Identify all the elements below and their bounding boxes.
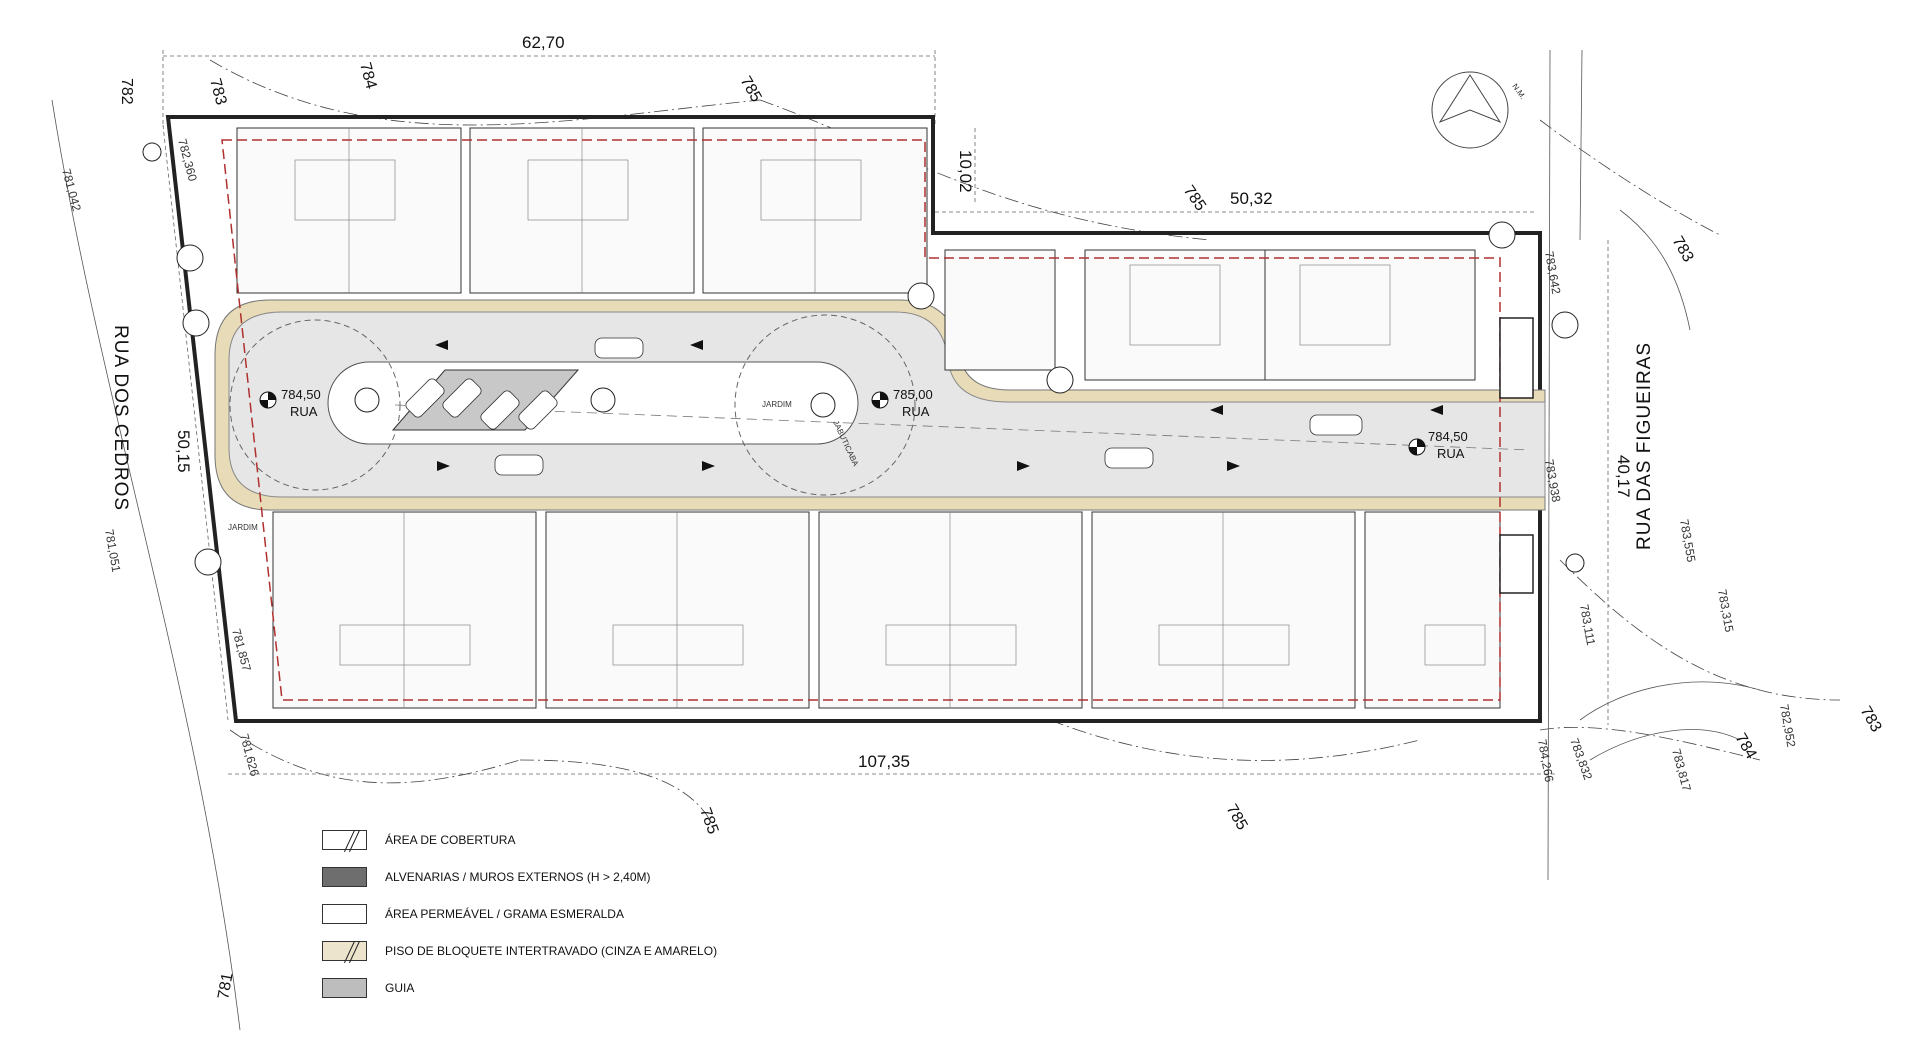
legend-swatch-piso xyxy=(322,941,367,961)
legend-label: ALVENARIAS / MUROS EXTERNOS (H > 2,40M) xyxy=(385,870,651,884)
garden-label-island: JARDIM xyxy=(762,400,792,409)
contour-784-top: 784 xyxy=(356,61,379,91)
housing-block-upper-right-detail xyxy=(1129,264,1391,346)
gatehouse xyxy=(1499,317,1534,594)
contour-782-top: 782 xyxy=(118,78,135,105)
parking-bays xyxy=(391,369,580,431)
elevation-label-1: RUA xyxy=(290,404,318,419)
spot-783-817: 783,817 xyxy=(1669,747,1694,793)
contour-784-right-bottom: 784 xyxy=(1732,731,1760,763)
elevation-value-3: 784,50 xyxy=(1428,429,1468,444)
contour-785-bottom-right: 785 xyxy=(1223,802,1251,834)
dim-notch-height: 10,02 xyxy=(956,150,975,193)
legend-swatch-cobertura xyxy=(322,830,367,850)
legend-swatch-alvenarias xyxy=(322,867,367,887)
dim-left-side: 50,15 xyxy=(174,430,193,473)
elevation-value-2: 785,00 xyxy=(893,387,933,402)
contour-781-bottom: 781 xyxy=(215,971,236,1000)
street-name-left: RUA DOS CEDROS xyxy=(110,325,131,511)
direction-arrows xyxy=(435,340,1443,471)
elevation-label-3: RUA xyxy=(1437,446,1465,461)
legend-item-permeavel: ÁREA PERMEÁVEL / GRAMA ESMERALDA xyxy=(322,904,882,924)
street-name-right: RUA DAS FIGUEIRAS xyxy=(1634,342,1655,550)
spot-781-626: 781,626 xyxy=(237,732,262,778)
housing-block-upper-right xyxy=(944,249,1476,381)
dim-upper-right-width: 50,32 xyxy=(1230,189,1273,208)
spot-783-315: 783,315 xyxy=(1715,588,1736,633)
north-label: N.M. xyxy=(1510,82,1527,101)
legend-swatch-permeavel xyxy=(322,904,367,924)
legend-item-guia: GUIA xyxy=(322,978,882,998)
legend-label: PISO DE BLOQUETE INTERTRAVADO (CINZA E A… xyxy=(385,944,718,958)
spot-781-042: 781,042 xyxy=(59,167,84,213)
spot-781-051: 781,051 xyxy=(102,528,123,573)
garden-label-left: JARDIM xyxy=(228,523,258,532)
contour-783-right: 783 xyxy=(1669,234,1697,266)
spot-782-360: 782,360 xyxy=(175,137,200,183)
dim-bottom-width: 107,35 xyxy=(858,752,910,771)
contour-lines xyxy=(209,59,1841,821)
cars xyxy=(494,337,1363,476)
housing-block-bottom-detail xyxy=(339,512,1486,708)
dim-top-width: 62,70 xyxy=(522,33,565,52)
legend-label: GUIA xyxy=(385,981,415,995)
trees xyxy=(142,142,1585,576)
spot-783-642: 783,642 xyxy=(1542,250,1563,295)
lane-centerline xyxy=(394,404,1531,451)
contour-785-mid: 785 xyxy=(1180,183,1209,215)
spot-781-857: 781,857 xyxy=(229,627,254,673)
dim-right-side: 40,17 xyxy=(1614,455,1633,498)
legend-item-cobertura: ÁREA DE COBERTURA xyxy=(322,830,882,850)
legend-label: ÁREA DE COBERTURA xyxy=(385,833,516,847)
legend: ÁREA DE COBERTURA ALVENARIAS / MUROS EXT… xyxy=(322,830,882,1015)
legend-item-alvenarias: ALVENARIAS / MUROS EXTERNOS (H > 2,40M) xyxy=(322,867,882,887)
spot-783-555: 783,555 xyxy=(1677,518,1698,563)
dimension-lines xyxy=(162,50,1609,775)
elevation-label-2: RUA xyxy=(902,404,930,419)
street-edges xyxy=(51,49,1761,1031)
north-arrow-icon xyxy=(1431,71,1509,149)
spot-784-266: 784,266 xyxy=(1535,738,1556,783)
housing-block-top-detail xyxy=(294,128,862,293)
contour-783-top: 783 xyxy=(206,77,229,107)
setback-line xyxy=(221,139,1501,701)
lot-boundary xyxy=(165,115,1542,723)
elevation-value-1: 784,50 xyxy=(281,387,321,402)
spot-783-111: 783,111 xyxy=(1577,603,1598,647)
housing-block-bottom xyxy=(272,511,1501,709)
contour-783-right-bottom: 783 xyxy=(1857,704,1885,736)
turning-circle-right xyxy=(734,314,916,496)
legend-item-piso: PISO DE BLOQUETE INTERTRAVADO (CINZA E A… xyxy=(322,941,882,961)
elevation-markers xyxy=(259,391,1426,456)
spot-782-952: 782,952 xyxy=(1777,703,1798,748)
legend-swatch-guia xyxy=(322,978,367,998)
legend-label: ÁREA PERMEÁVEL / GRAMA ESMERALDA xyxy=(385,907,624,921)
